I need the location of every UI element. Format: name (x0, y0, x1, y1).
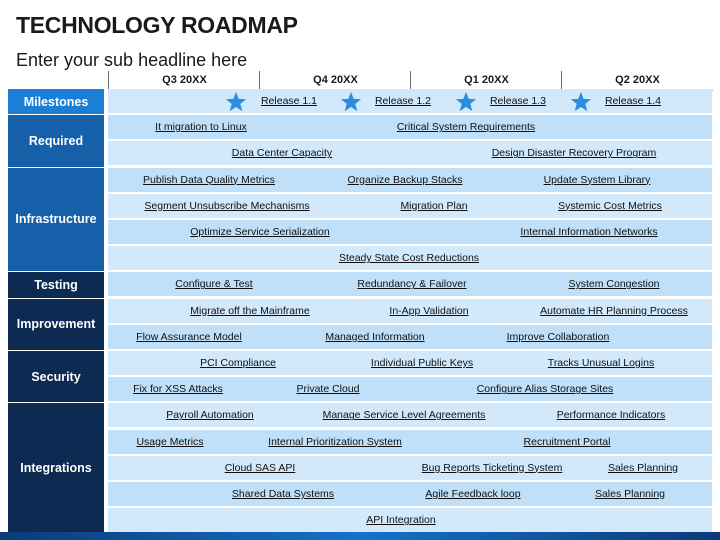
roadmap-item[interactable]: System Congestion (568, 278, 660, 291)
roadmap-item[interactable]: Private Cloud (296, 383, 360, 396)
roadmap-item[interactable]: Cloud SAS API (224, 461, 296, 474)
roadmap-item[interactable]: Data Center Capacity (231, 147, 333, 160)
roadmap-item[interactable]: Bug Reports Ticketing System (421, 461, 563, 474)
roadmap-item[interactable]: Payroll Automation (166, 409, 254, 422)
roadmap-item[interactable]: Configure & Test (175, 278, 253, 291)
quarter-header-4: Q2 20XX (561, 71, 713, 91)
page-title: TECHNOLOGY ROADMAP (16, 12, 298, 38)
roadmap-item[interactable]: Design Disaster Recovery Program (491, 147, 657, 160)
quarter-header-1: Q3 20XX (108, 71, 260, 91)
roadmap-item[interactable]: API Integration (366, 514, 436, 527)
roadmap-item[interactable]: Optimize Service Serialization (190, 226, 330, 238)
page-subtitle: Enter your sub headline here (16, 50, 248, 70)
roadmap-item[interactable]: Automate HR Planning Process (540, 304, 688, 317)
roadmap-row: API Integration (108, 508, 712, 534)
roadmap-row: Shared Data Systems Agile Feedback loop Sa… (108, 482, 712, 507)
milestone-label[interactable]: Release 1.3 (489, 95, 547, 107)
roadmap-item[interactable]: Systemic Cost Metrics (558, 199, 662, 212)
milestone-label[interactable]: Release 1.1 (260, 95, 318, 107)
roadmap-row: Segment Unsubscribe Mechanisms Migration … (108, 193, 712, 219)
roadmap-row: PCI Compliance Individual Public Keys Trac… (108, 351, 712, 376)
milestone-label[interactable]: Release 1.4 (604, 95, 662, 107)
roadmap-item[interactable]: Agile Feedback loop (425, 488, 521, 500)
milestone-row: Release 1.1 Release 1.2 Release 1.3 Release… (108, 89, 712, 114)
roadmap-item[interactable]: Manage Service Level Agreements (322, 409, 486, 422)
roadmap-row: Configure & Test Redundancy & Failover Sys… (108, 272, 712, 298)
roadmap-item[interactable]: Usage Metrics (136, 435, 204, 448)
roadmap-item[interactable]: Recruitment Portal (523, 435, 611, 448)
roadmap-item[interactable]: Redundancy & Failover (357, 278, 467, 291)
roadmap-row: Publish Data Quality Metrics Organize Bac… (108, 167, 712, 193)
category-security: Security (8, 351, 104, 404)
category-integrations: Integrations (8, 403, 104, 535)
roadmap-item[interactable]: Steady State Cost Reductions (338, 252, 480, 265)
roadmap-item[interactable]: Internal Prioritization System (268, 435, 402, 448)
roadmap-item[interactable]: Sales Planning (594, 488, 666, 500)
roadmap-row: Flow Assurance Model Managed Information I… (108, 324, 712, 350)
roadmap-row: Payroll Automation Manage Service Level A… (108, 403, 712, 429)
roadmap-row: It migration to Linux Critical System Req… (108, 115, 712, 141)
roadmap-item[interactable]: Fix for XSS Attacks (133, 383, 223, 396)
roadmap-item[interactable]: Publish Data Quality Metrics (143, 173, 275, 186)
category-testing: Testing (8, 272, 104, 299)
roadmap-item[interactable]: Tracks Unusual Logins (547, 357, 655, 369)
roadmap-item[interactable]: Configure Alias Storage Sites (476, 383, 614, 396)
roadmap-item[interactable]: In-App Validation (389, 304, 469, 317)
roadmap-item[interactable]: PCI Compliance (200, 357, 276, 369)
milestone-star-icon (225, 91, 247, 112)
roadmap-item[interactable]: Performance Indicators (556, 409, 666, 422)
roadmap-item[interactable]: Critical System Requirements (396, 121, 536, 134)
category-required: Required (8, 115, 104, 168)
roadmap-item[interactable]: Migration Plan (400, 199, 468, 212)
roadmap-row: Migrate off the Mainframe In-App Validati… (108, 298, 712, 324)
milestone-star-icon (455, 91, 477, 112)
roadmap-row: Optimize Service Serialization Internal I… (108, 220, 712, 245)
roadmap-item[interactable]: Individual Public Keys (370, 357, 474, 369)
roadmap-item[interactable]: Sales Planning (607, 461, 679, 474)
category-infrastructure: Infrastructure (8, 167, 104, 273)
milestone-star-icon (570, 91, 592, 112)
milestone-star-icon (340, 91, 362, 112)
quarter-header-2: Q4 20XX (259, 71, 411, 91)
footer-bar (0, 532, 720, 540)
roadmap-item[interactable]: It migration to Linux (155, 121, 247, 134)
roadmap-item[interactable]: Flow Assurance Model (136, 330, 242, 343)
category-improvement: Improvement (8, 298, 104, 351)
roadmap-item[interactable]: Internal Information Networks (520, 226, 658, 238)
roadmap-row: Data Center Capacity Design Disaster Reco… (108, 141, 712, 167)
roadmap-row: Fix for XSS Attacks Private Cloud Configur… (108, 377, 712, 403)
roadmap-item[interactable]: Managed Information (325, 330, 425, 343)
roadmap-item[interactable]: Segment Unsubscribe Mechanisms (144, 199, 310, 212)
roadmap-item[interactable]: Organize Backup Stacks (347, 173, 463, 186)
roadmap-row: Steady State Cost Reductions (108, 246, 712, 272)
roadmap-row: Cloud SAS API Bug Reports Ticketing Syste… (108, 455, 712, 481)
roadmap-item[interactable]: Update System Library (543, 173, 651, 186)
roadmap-item[interactable]: Improve Collaboration (506, 330, 610, 343)
quarter-header-3: Q1 20XX (410, 71, 562, 91)
category-milestones: Milestones (8, 89, 104, 116)
roadmap-item[interactable]: Shared Data Systems (231, 488, 335, 500)
roadmap-row: Usage Metrics Internal Prioritization Sys… (108, 429, 712, 455)
milestone-label[interactable]: Release 1.2 (374, 95, 432, 107)
roadmap-item[interactable]: Migrate off the Mainframe (190, 304, 310, 317)
